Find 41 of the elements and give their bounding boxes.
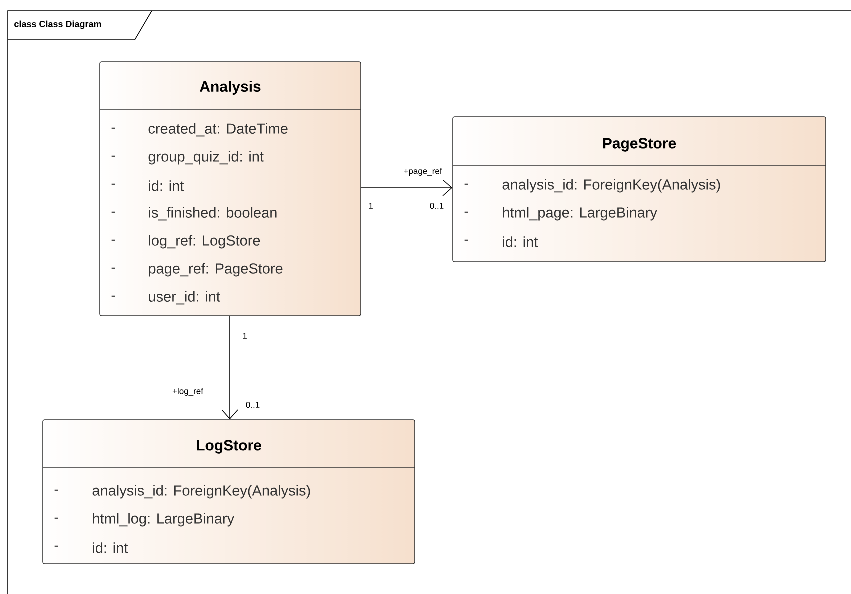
class-box (42, 420, 416, 564)
visibility-mark: - (112, 128, 116, 129)
visibility-mark: - (464, 184, 468, 185)
visibility-mark: - (54, 518, 58, 519)
frame-title: class Class Diagram (14, 20, 102, 30)
attribute: user_id: int (149, 291, 220, 305)
multiplicity-label: 1 (369, 203, 373, 209)
attribute: log_ref: LogStore (149, 235, 260, 249)
multiplicity-label: 0..1 (430, 203, 444, 209)
multiplicity-label: 1 (243, 333, 247, 339)
attribute: analysis_id: ForeignKey(Analysis) (92, 485, 310, 499)
attribute: is_finished: boolean (149, 207, 277, 221)
attribute: html_page: LargeBinary (503, 207, 658, 221)
class-name: LogStore (197, 440, 262, 454)
attribute: created_at: DateTime (148, 123, 288, 137)
attribute: id: int (93, 542, 128, 554)
class-name: PageStore (603, 138, 676, 152)
visibility-mark: - (112, 240, 116, 241)
role-label: +log_ref (172, 387, 204, 397)
visibility-mark: - (112, 268, 116, 269)
attribute: group_quiz_id: int (148, 151, 264, 165)
multiplicity-label: 0..1 (246, 402, 260, 408)
visibility-mark: - (464, 212, 468, 213)
attribute: page_ref: PageStore (149, 263, 283, 277)
visibility-mark: - (54, 490, 58, 491)
visibility-mark: - (112, 156, 116, 157)
class-box (100, 62, 362, 316)
attribute: id: int (149, 180, 184, 192)
visibility-mark: - (112, 296, 116, 297)
visibility-mark: - (112, 184, 116, 185)
visibility-mark: - (54, 546, 58, 547)
association-arrow (361, 180, 453, 196)
attribute: id: int (503, 236, 538, 248)
attribute: analysis_id: ForeignKey(Analysis) (502, 179, 720, 193)
role-label: +page_ref (402, 167, 444, 177)
class-name: Analysis (200, 81, 261, 95)
visibility-mark: - (112, 212, 116, 213)
attribute: html_log: LargeBinary (93, 513, 235, 527)
class-box (452, 116, 826, 262)
association-arrow (222, 316, 238, 420)
visibility-mark: - (464, 240, 468, 241)
